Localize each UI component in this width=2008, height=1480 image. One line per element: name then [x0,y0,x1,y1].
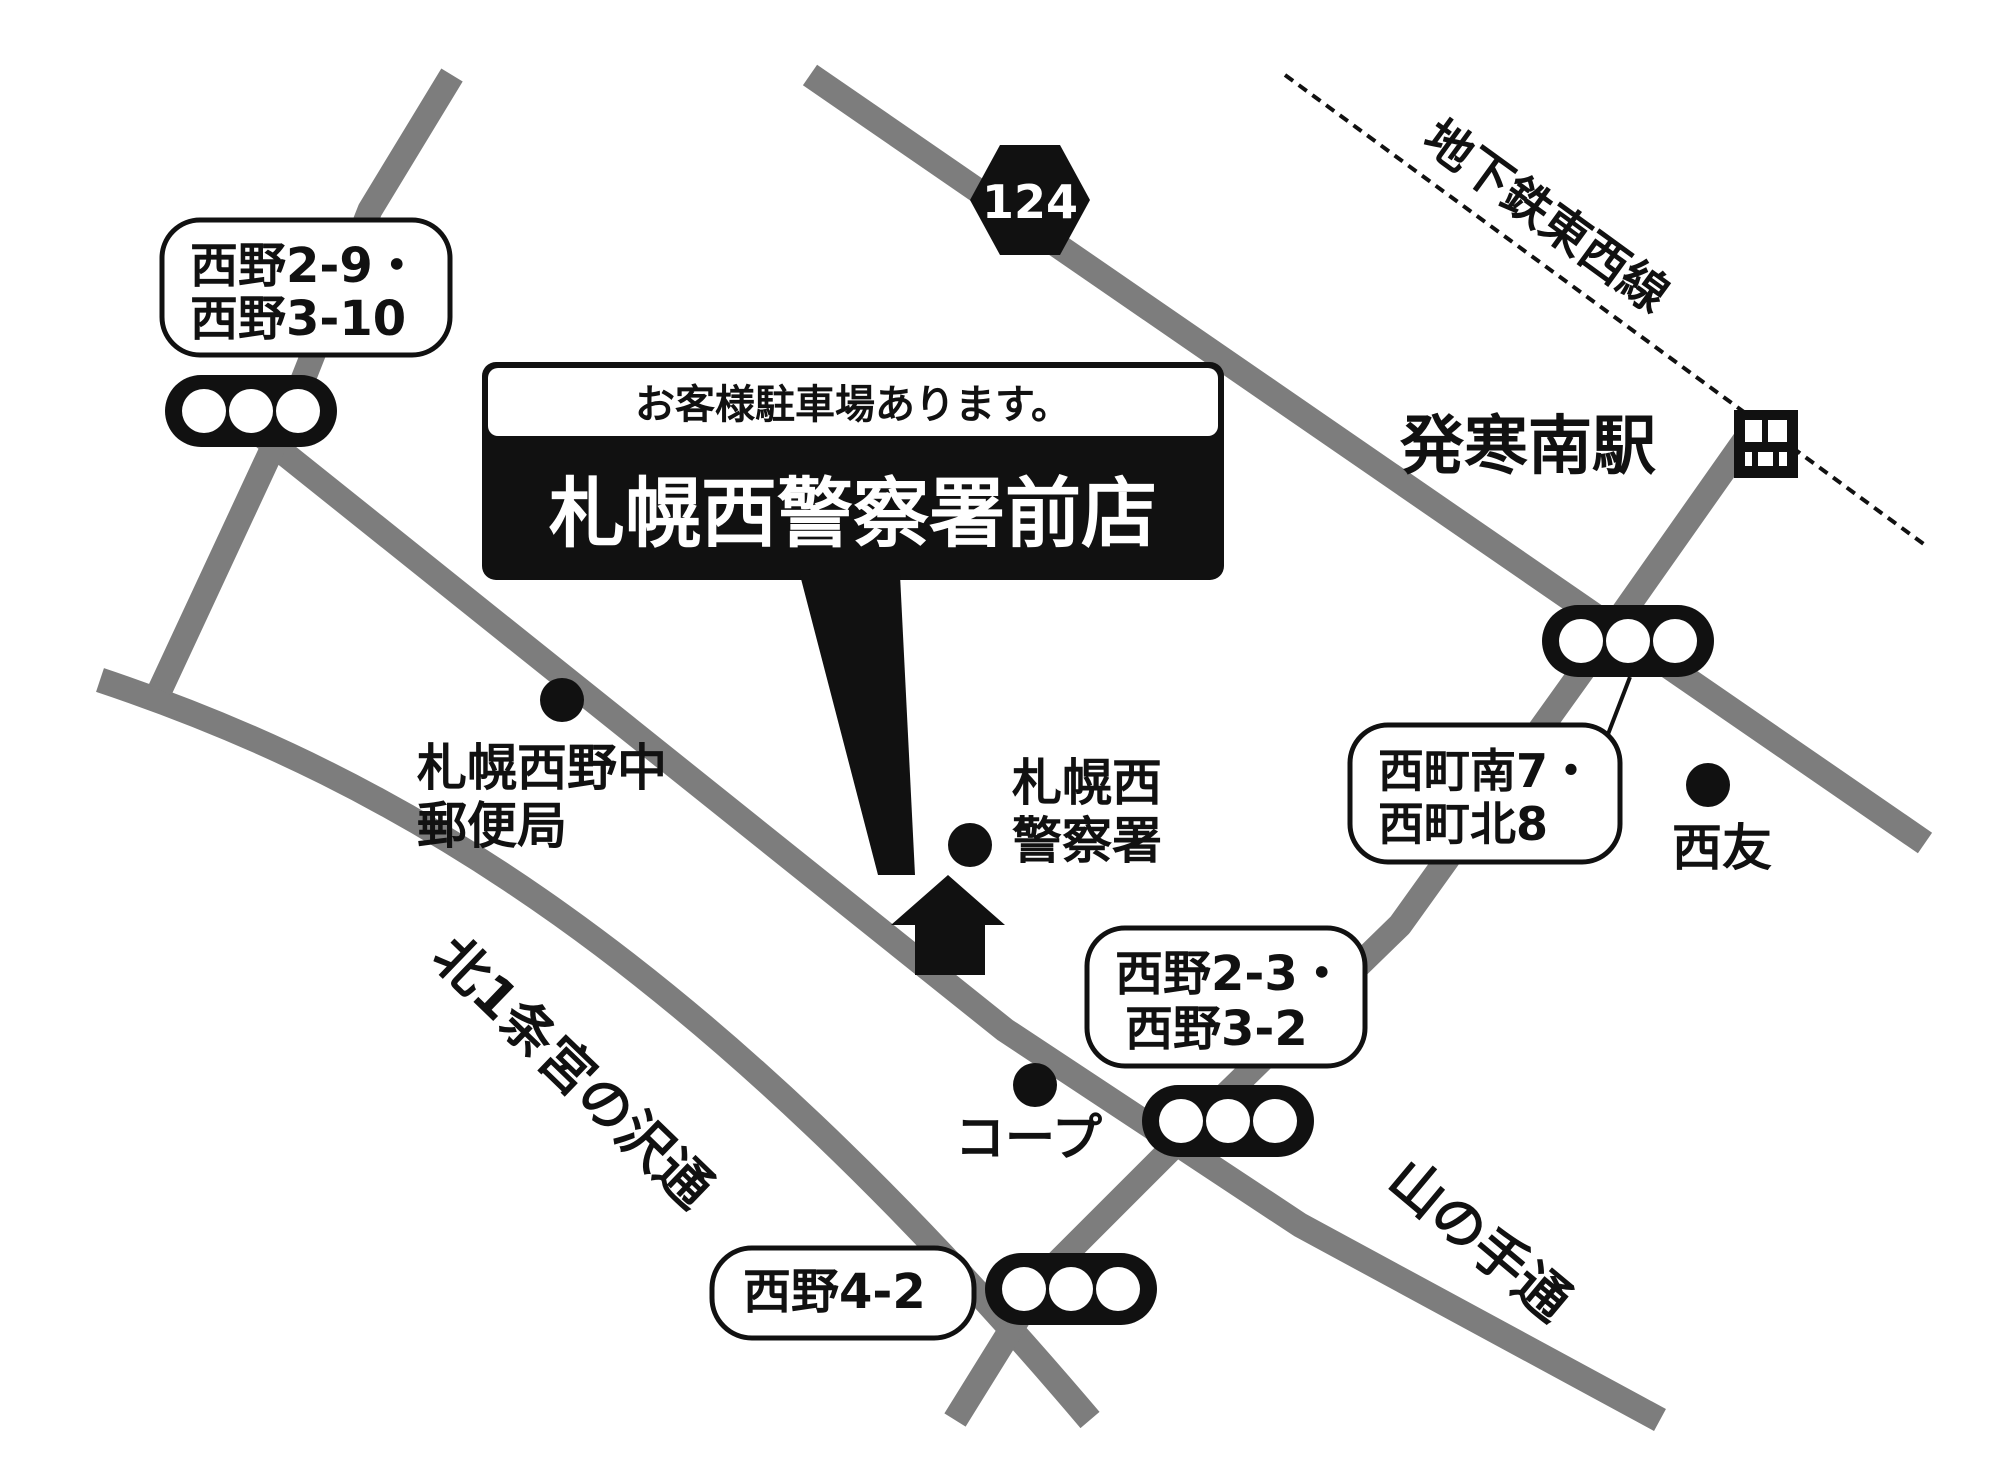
svg-text:西野3-2: 西野3-2 [1125,1001,1308,1057]
parking-note: お客様駐車場あります。 [635,382,1071,428]
route-number: 124 [982,175,1078,229]
landmark-police: 札幌西 警察署 [948,754,1162,870]
svg-text:西友: 西友 [1672,819,1772,877]
landmark-coop: コープ [955,1063,1102,1167]
traffic-signal-icon [985,1253,1157,1325]
intersection-label-nishino-2-9: 西野2-9・ 西野3-10 [159,217,453,358]
traffic-signal-icon [165,375,337,447]
route-shield: 124 [970,145,1090,255]
svg-text:西町北8: 西町北8 [1378,797,1548,851]
subway-line-label: 地下鉄東西線 [1413,109,1679,324]
landmark-dot-icon [948,823,992,867]
street-label-kita1jo: 北1条宮の沢通 [421,924,725,1220]
svg-text:西町南7・: 西町南7・ [1378,744,1594,798]
route-shield-badge [970,145,1090,255]
svg-text:西野2-9・: 西野2-9・ [190,238,421,294]
landmark-dot-icon [1686,763,1730,807]
store-callout: お客様駐車場あります。 札幌西警察署前店 [482,362,1224,875]
traffic-signal-icon [1142,1085,1314,1157]
intersection-label-nishino-4-2: 西野4-2 [709,1245,977,1341]
road-kita1jo [96,668,1100,1429]
station: 発寒南駅 地下鉄東西線 [1400,109,1798,484]
parking-note-band [488,368,1218,436]
store-callout-pointer [800,575,915,875]
svg-text:郵便局: 郵便局 [417,797,567,855]
svg-text:西野3-10: 西野3-10 [190,291,406,347]
subway-line [1283,73,1927,547]
intersection-label-nishino-2-3: 西野2-3・ 西野3-2 [1084,925,1368,1069]
landmark-dot-icon [540,678,584,722]
station-name: 発寒南駅 [1400,410,1656,484]
traffic-signal-icon [1542,605,1714,677]
svg-text:札幌西野中: 札幌西野中 [417,739,667,797]
svg-text:西野4-2: 西野4-2 [743,1264,926,1320]
signal-leader-line [1603,676,1632,743]
svg-text:西野2-3・: 西野2-3・ [1115,946,1346,1002]
landmark-dot-icon [1013,1063,1057,1107]
landmark-post-office: 札幌西野中 郵便局 [417,678,667,855]
train-icon [1734,410,1798,478]
svg-text:警察署: 警察署 [1012,812,1162,870]
store-name: 札幌西警察署前店 [549,469,1157,558]
intersection-label-nishimachi: 西町南7・ 西町北8 [1347,722,1623,865]
landmark-saiyu: 西友 [1672,763,1772,877]
house-icon [891,875,1005,975]
street-label-yamanote: 山の手通 [1377,1147,1583,1334]
svg-text:コープ: コープ [955,1109,1102,1167]
svg-text:札幌西: 札幌西 [1012,754,1162,812]
